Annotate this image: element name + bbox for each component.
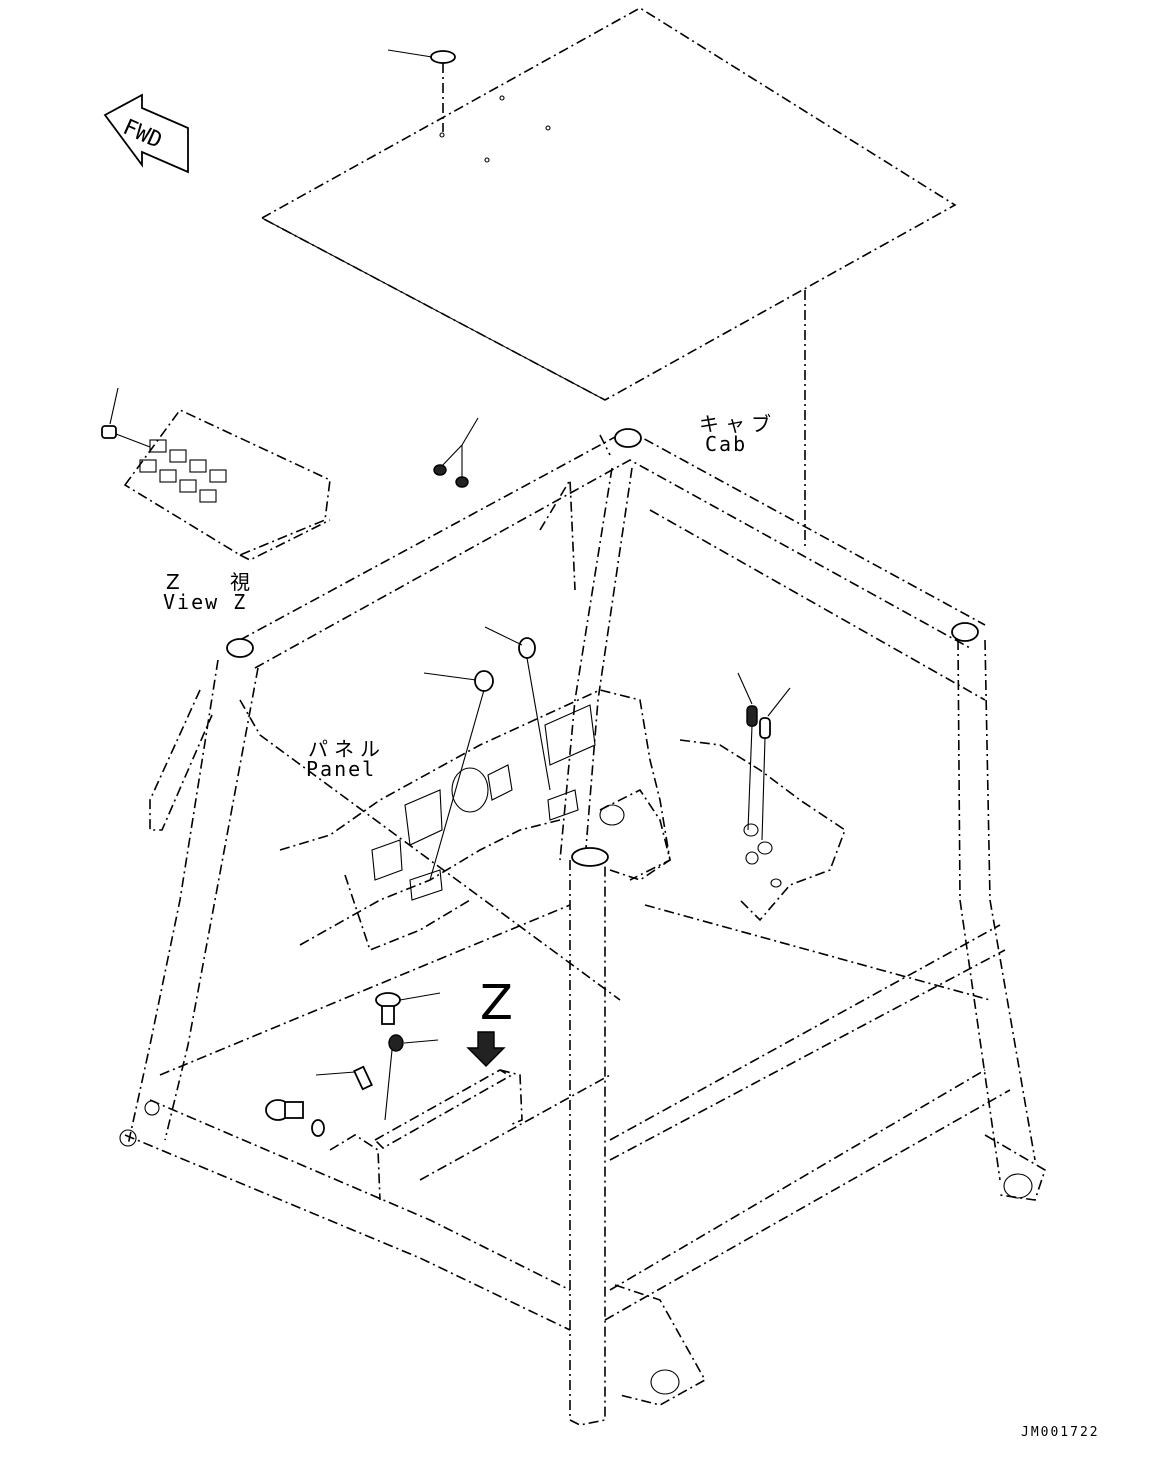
bolt-pair [433,417,479,488]
fastener-parts [265,992,441,1137]
knob-parts [423,626,791,881]
cab-frame [119,428,1046,1426]
panel-label-en: Panel [306,757,377,781]
roof-panel [260,7,957,401]
cab-label-jp: キャブ [699,412,777,436]
view-z-label-en: View Z [163,590,248,614]
cab-label-en: Cab [705,432,748,456]
fwd-arrow-icon: FWD [103,93,189,174]
z-marker-label: Z [480,975,513,1031]
roof-cap-part [387,49,456,132]
right-console [599,739,846,922]
switch-bracket [329,1069,611,1201]
dash-panel [279,689,671,952]
drawing-number: JM001722 [1021,1425,1100,1440]
view-z-label-jp: Z 視 [166,570,273,594]
panel-label-jp: パネル [308,737,386,761]
z-view-arrow-icon [466,1031,506,1067]
view-z-panel [101,387,331,561]
